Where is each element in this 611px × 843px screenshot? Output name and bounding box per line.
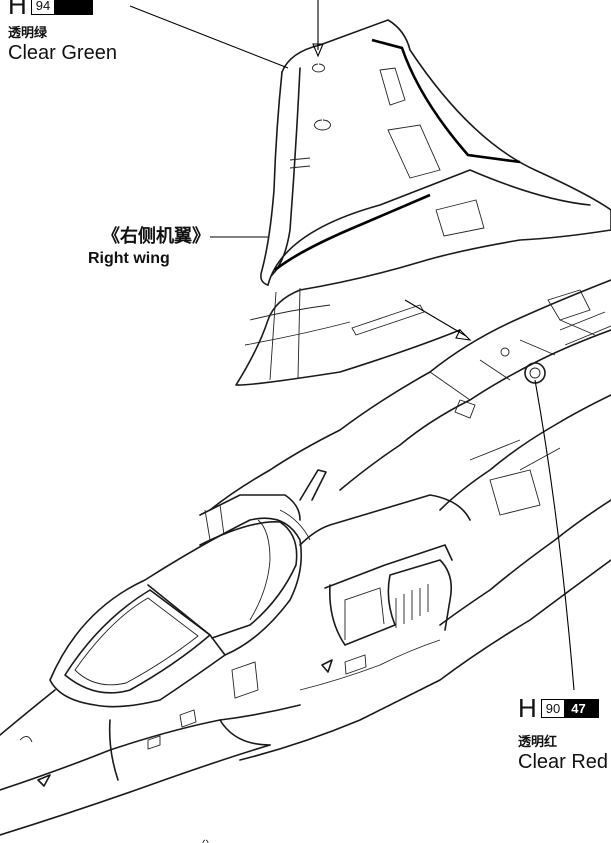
paint-code: 94 (30, 0, 56, 15)
canopy-part (49, 469, 327, 708)
paint-name-en: Clear Green (8, 42, 117, 64)
part-name-cn: 《右侧机翼》 (102, 226, 210, 247)
callout-clear-green: H 94 透明绿 Clear Green (8, 0, 117, 65)
callout-right-wing: 《右侧机翼》 Right wing (60, 222, 210, 268)
paint-code-secondary: 47 (565, 698, 600, 718)
fuselage-part (209, 279, 611, 761)
part-name-en: Right wing (88, 250, 170, 267)
paint-prefix: H (8, 0, 27, 20)
paint-name-cn: 透明红 (518, 735, 558, 750)
intake-part (299, 494, 471, 646)
paint-name-en: Clear Red (518, 751, 609, 773)
callout-clear-red: H 90 47 透明红 Clear Red (518, 695, 608, 774)
paint-swatch (55, 0, 94, 15)
paint-prefix: H (518, 693, 537, 723)
leader-lines (129, 0, 575, 691)
right-wing-part (235, 19, 611, 386)
paint-name-cn: 透明绿 (8, 26, 48, 41)
paint-code-row: H 94 (8, 0, 117, 18)
paint-code: 90 (540, 698, 566, 718)
nose-part (0, 639, 441, 843)
paint-code-row: H 90 47 (518, 695, 608, 721)
